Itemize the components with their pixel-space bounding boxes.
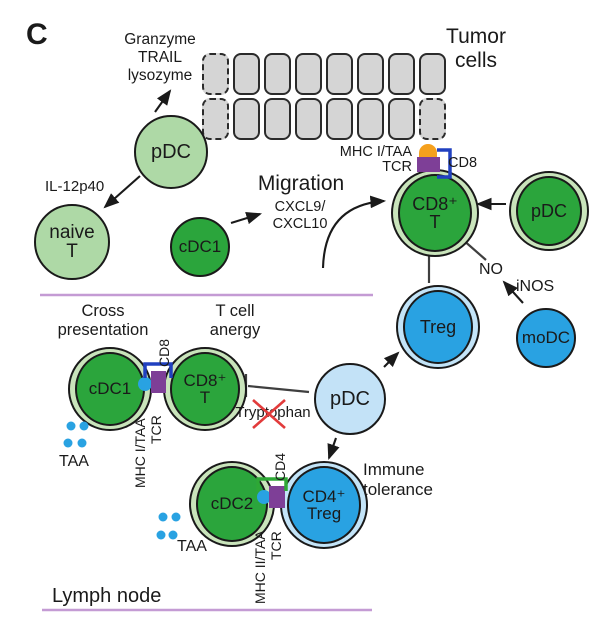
cell-cd8t-lymph: CD8⁺ T	[163, 347, 247, 431]
mhc1-taa-top-label: MHC I/TAA	[339, 144, 412, 160]
arrow-pdc-to-treg	[383, 351, 400, 368]
tumor-cell	[295, 98, 322, 140]
no-label: NO	[479, 261, 503, 278]
taa-dots-left	[63, 421, 89, 448]
t-cell-anergy-label: T cell anergy	[209, 302, 261, 339]
tumor-antigen-icon	[419, 144, 437, 159]
cell-pdc-mid: pDC	[314, 363, 386, 435]
cell-cdc2: cDC2	[189, 461, 275, 547]
mhc2-taa-vertical-label: MHC II/TAA	[252, 530, 268, 604]
tumor-cell	[388, 98, 415, 140]
inhibit-pdc-to-anergy	[244, 374, 310, 397]
cell-cd4treg: CD4⁺ Treg	[280, 461, 368, 549]
cd8-top-label: CD8	[448, 155, 478, 171]
tumor-cell	[388, 53, 415, 95]
cell-pdc-right: pDC	[509, 171, 589, 251]
tumor-cell	[264, 98, 291, 140]
tumor-cell	[202, 98, 229, 140]
tumor-cell	[295, 53, 322, 95]
cell-cd8t-lymph-body: CD8⁺ T	[170, 352, 240, 426]
tryptophan-label: Tryptophan	[235, 404, 311, 421]
cell-cdc2-body: cDC2	[196, 466, 268, 542]
tumor-cell	[357, 53, 384, 95]
cell-cd8t-top: CD8⁺ T	[391, 169, 479, 257]
cell-treg: Treg	[396, 285, 480, 369]
tumor-cells-label: Tumor cells	[446, 25, 506, 73]
panel-label: C	[26, 18, 48, 51]
tcr-top-label: TCR	[382, 159, 412, 175]
tumor-cell	[326, 53, 353, 95]
tumor-cell	[419, 98, 446, 140]
cell-cdc1-top: cDC1	[170, 217, 230, 277]
tumor-cell	[233, 98, 260, 140]
taa-dots-bottom	[156, 512, 181, 540]
tumor-cell	[264, 53, 291, 95]
arrow-pdc-to-cd4treg	[327, 437, 340, 460]
cell-cd4treg-body: CD4⁺ Treg	[287, 466, 361, 544]
cd8-vertical-label: CD8	[156, 338, 172, 367]
tumor-cell	[202, 53, 229, 95]
cell-cd8t-top-body: CD8⁺ T	[398, 174, 472, 252]
tumor-cell	[357, 98, 384, 140]
il12p40-label: IL-12p40	[45, 178, 105, 195]
arrow-pdc-to-granzyme	[154, 89, 172, 113]
inos-label: iNOS	[516, 278, 555, 295]
immune-tolerance-label: Immune tolerance	[363, 460, 433, 499]
taa-bottom-label: TAA	[177, 538, 207, 555]
cell-naive-t: naive T	[34, 204, 110, 280]
tumor-cell	[419, 53, 446, 95]
granzyme-label: Granzyme TRAIL lysozyme	[124, 31, 196, 84]
cross-presentation-label: Cross presentation	[57, 302, 149, 339]
cell-modc: moDC	[516, 308, 576, 368]
cell-pdc-right-body: pDC	[516, 176, 582, 246]
migration-label: Migration	[257, 172, 345, 195]
tumor-cell-grid	[202, 53, 446, 140]
mhc1-taa-vertical-label: MHC I/TAA	[132, 418, 148, 488]
tcr2-vertical-label: TCR	[268, 531, 284, 560]
cell-treg-body: Treg	[403, 290, 473, 364]
tumor-cell	[326, 98, 353, 140]
cxcl-label: CXCL9/ CXCL10	[272, 199, 328, 232]
tumor-cell	[233, 53, 260, 95]
cell-pdc-top: pDC	[134, 115, 208, 189]
lymph-node-label: Lymph node	[52, 585, 162, 607]
cd4-vertical-label: CD4	[272, 452, 288, 481]
arrow-pdc-to-naive-t	[103, 175, 141, 209]
taa-left-label: TAA	[59, 453, 89, 470]
tcr-vertical-label: TCR	[148, 415, 164, 444]
